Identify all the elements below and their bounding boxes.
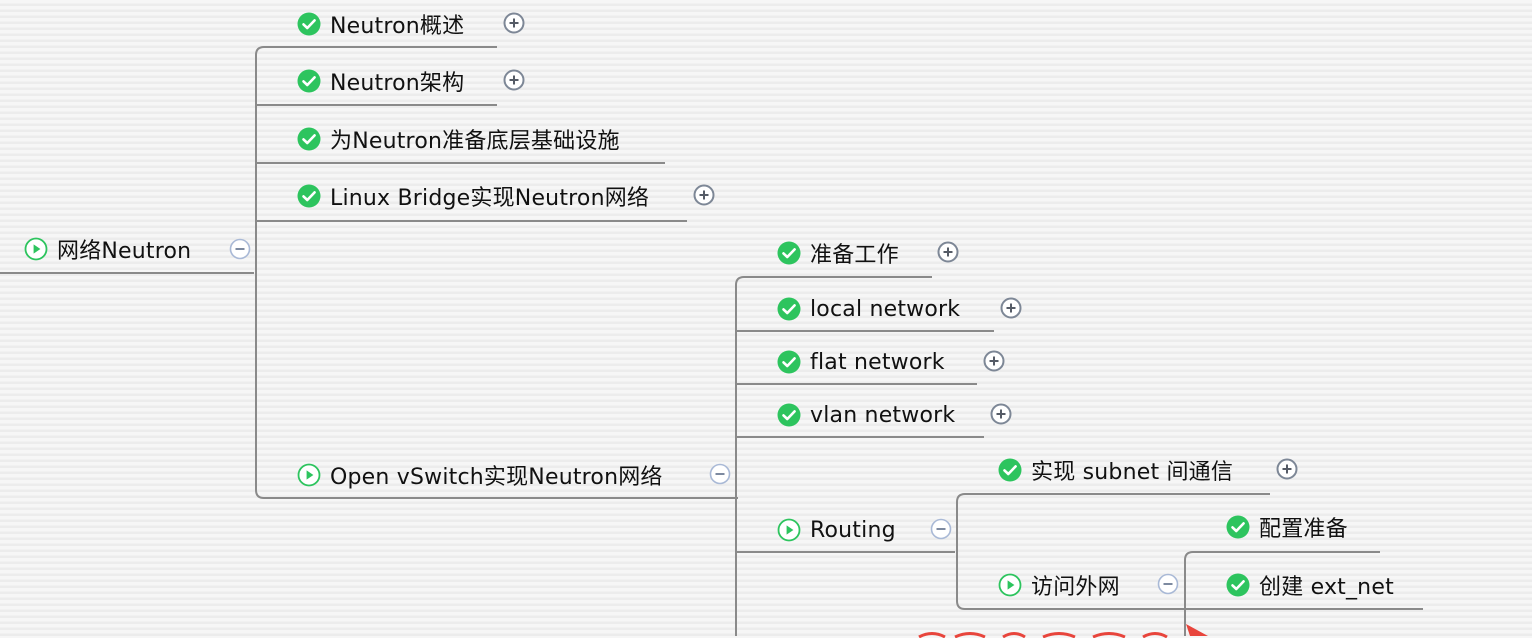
task-done-icon <box>777 297 801 321</box>
node-config-preparation[interactable]: 配置准备 <box>1226 512 1348 542</box>
expand-toggle-icon[interactable] <box>503 12 525 34</box>
expand-toggle-icon[interactable] <box>983 350 1005 372</box>
task-in-progress-icon <box>777 518 801 542</box>
node-label: vlan network <box>810 402 956 428</box>
node-root-network-neutron[interactable]: 网络Neutron <box>24 234 191 264</box>
task-done-icon <box>1226 515 1250 539</box>
node-local-network[interactable]: local network <box>777 294 960 324</box>
node-preparation[interactable]: 准备工作 <box>777 238 899 268</box>
expand-toggle-icon[interactable] <box>693 184 715 206</box>
expand-toggle-icon[interactable] <box>503 69 525 91</box>
node-label: Open vSwitch实现Neutron网络 <box>330 465 663 490</box>
task-done-icon <box>777 241 801 265</box>
task-in-progress-icon <box>24 237 48 261</box>
node-subnet-communication[interactable]: 实现 subnet 间通信 <box>998 455 1233 485</box>
node-create-ext-net[interactable]: 创建 ext_net <box>1226 570 1394 600</box>
node-label: Linux Bridge实现Neutron网络 <box>330 186 650 211</box>
node-label: 准备工作 <box>810 243 899 268</box>
node-label: local network <box>810 296 961 322</box>
task-done-icon <box>777 350 801 374</box>
node-open-vswitch[interactable]: Open vSwitch实现Neutron网络 <box>297 460 663 490</box>
collapse-toggle-icon[interactable] <box>709 463 731 485</box>
expand-toggle-icon[interactable] <box>1000 297 1022 319</box>
node-neutron-architecture[interactable]: Neutron架构 <box>297 66 464 96</box>
node-label: 实现 subnet 间通信 <box>1031 460 1234 485</box>
node-label: flat network <box>810 349 945 375</box>
task-in-progress-icon <box>297 463 321 487</box>
node-neutron-infrastructure[interactable]: 为Neutron准备底层基础设施 <box>297 124 620 154</box>
expand-toggle-icon[interactable] <box>937 241 959 263</box>
node-routing[interactable]: Routing <box>777 515 896 545</box>
node-label: Neutron概述 <box>330 14 465 39</box>
node-vlan-network[interactable]: vlan network <box>777 400 955 430</box>
task-done-icon <box>297 12 321 36</box>
task-done-icon <box>297 69 321 93</box>
task-done-icon <box>777 403 801 427</box>
task-in-progress-icon <box>998 573 1022 597</box>
node-linux-bridge[interactable]: Linux Bridge实现Neutron网络 <box>297 181 649 211</box>
red-marker-strokes <box>918 632 1168 638</box>
collapse-toggle-icon[interactable] <box>229 238 251 260</box>
expand-toggle-icon[interactable] <box>990 403 1012 425</box>
task-done-icon <box>1226 573 1250 597</box>
red-arrow-icon <box>1186 624 1208 636</box>
task-done-icon <box>998 458 1022 482</box>
node-neutron-overview[interactable]: Neutron概述 <box>297 9 464 39</box>
node-label: 为Neutron准备底层基础设施 <box>330 129 620 154</box>
node-label: Routing <box>810 517 896 543</box>
task-done-icon <box>297 184 321 208</box>
node-label: 网络Neutron <box>57 239 192 264</box>
node-external-network-access[interactable]: 访问外网 <box>998 570 1120 600</box>
collapse-toggle-icon[interactable] <box>1157 573 1179 595</box>
node-label: Neutron架构 <box>330 71 465 96</box>
collapse-toggle-icon[interactable] <box>930 518 952 540</box>
node-label: 配置准备 <box>1259 517 1348 542</box>
expand-toggle-icon[interactable] <box>1276 458 1298 480</box>
node-flat-network[interactable]: flat network <box>777 347 945 377</box>
node-label: 访问外网 <box>1031 575 1120 600</box>
node-label: 创建 ext_net <box>1259 575 1394 600</box>
task-done-icon <box>297 127 321 151</box>
